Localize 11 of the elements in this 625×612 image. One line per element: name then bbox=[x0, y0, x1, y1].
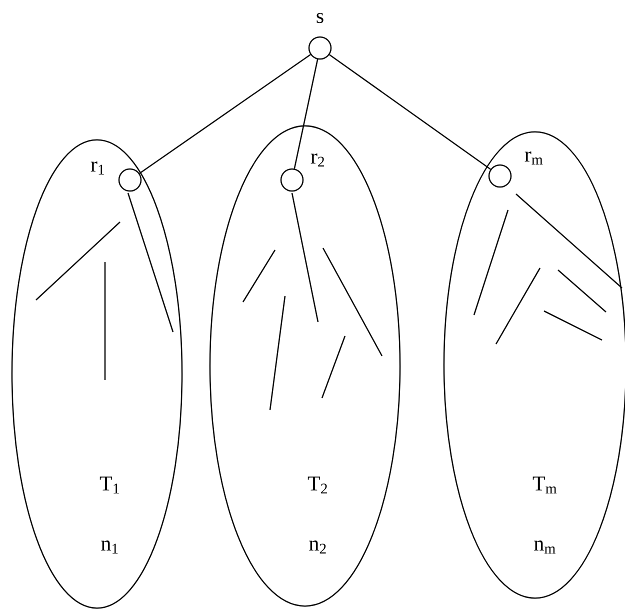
vertex-circle bbox=[280, 168, 304, 192]
vertex-label: r$_{m}$ bbox=[524, 152, 543, 164]
tree-edge bbox=[139, 54, 311, 174]
vertex-label: r$_{1}$ bbox=[90, 162, 104, 174]
vertex-label: s bbox=[316, 12, 324, 24]
vertex-circle bbox=[308, 36, 332, 60]
tree-edge bbox=[329, 54, 491, 170]
tree-edge bbox=[294, 59, 318, 169]
vertex-circle bbox=[118, 168, 142, 192]
vertex-label: r$_{2}$ bbox=[310, 154, 324, 166]
vertex-circle bbox=[488, 164, 512, 188]
